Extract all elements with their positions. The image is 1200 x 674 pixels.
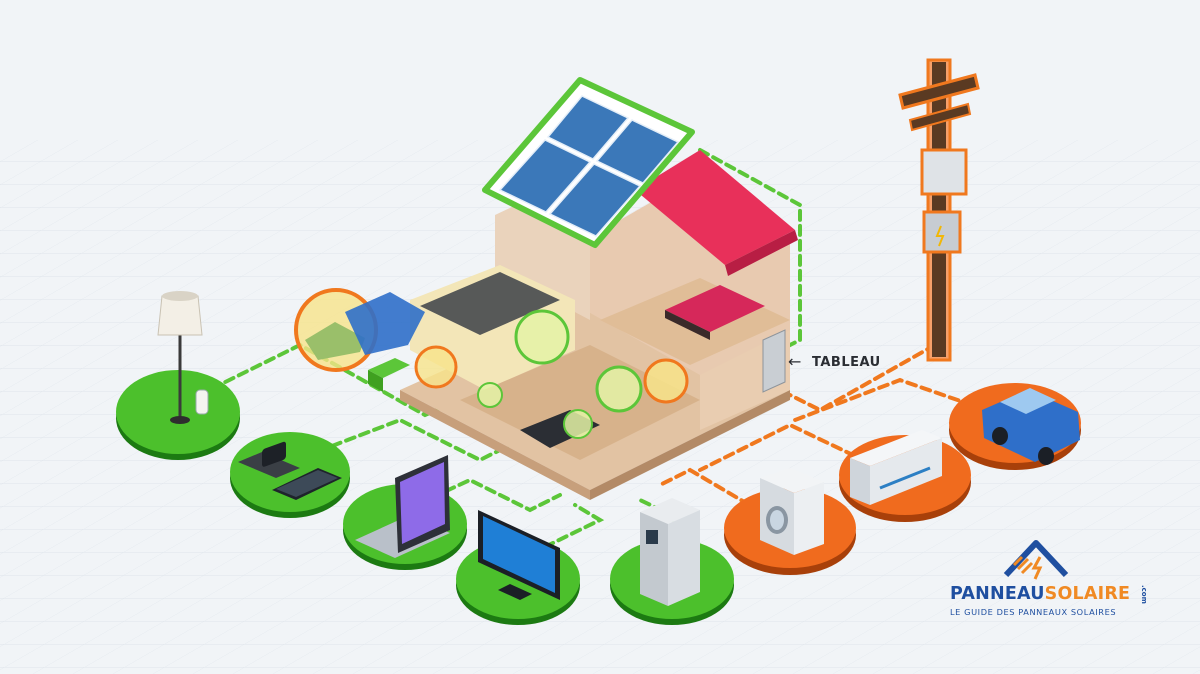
logo-word-panneau: PANNEAU — [950, 584, 1045, 604]
house-bolt-logo-icon — [1003, 540, 1069, 580]
television-icon — [478, 510, 560, 600]
solar-panel-icon — [498, 95, 680, 237]
logo-tagline: LE GUIDE DES PANNEAUX SOLAIRES — [950, 607, 1117, 617]
washing-machine-icon — [760, 468, 824, 555]
tableau-arrow: ← — [788, 352, 802, 371]
tableau-label: TABLEAU — [812, 355, 881, 370]
logo-suffix: .com — [1140, 585, 1148, 604]
air-conditioner-icon — [850, 430, 942, 505]
lamp-disc — [116, 370, 240, 454]
laptop-icon — [355, 455, 450, 558]
house-cutaway-icon — [294, 77, 798, 500]
electric-car-charging-icon — [305, 322, 365, 360]
battery-storage-icon — [640, 498, 700, 606]
brand-logo: PANNEAUSOLAIRE .com LE GUIDE DES PANNEAU… — [944, 535, 1164, 625]
logo-wordmark: PANNEAUSOLAIRE — [950, 584, 1130, 604]
electric-car-icon — [982, 388, 1080, 465]
utility-pole-icon — [898, 58, 980, 362]
smartwatch-phone-icon — [238, 441, 342, 500]
floor-lamp-icon — [157, 291, 209, 424]
logo-word-solaire: SOLAIRE — [1044, 584, 1131, 604]
